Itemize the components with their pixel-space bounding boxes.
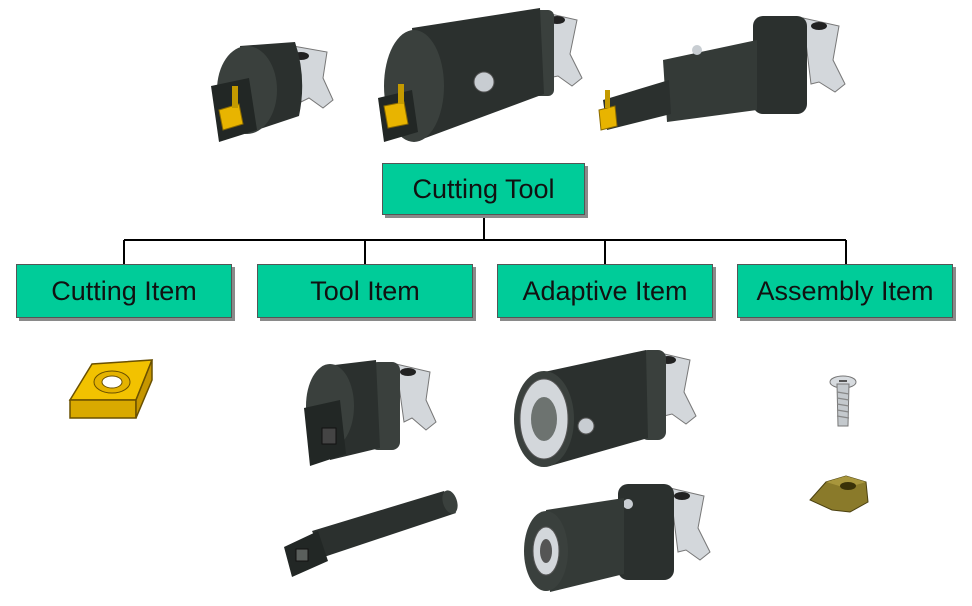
insert-image: [68, 359, 154, 419]
screw-image: [829, 375, 857, 427]
assembly-item-node: Assembly Item: [737, 264, 953, 318]
tool-item-head-image: [304, 360, 437, 466]
adaptive-item-short-image: [524, 484, 711, 592]
adaptive-item-long-image: [514, 350, 697, 467]
tool-item-bar-image: [284, 490, 458, 577]
assembled-tool-boring-image: [598, 16, 846, 131]
cutting-tool-label: Cutting Tool: [412, 173, 555, 204]
assembled-tool-short-image: [211, 42, 334, 142]
tool-item-node: Tool Item: [257, 264, 473, 318]
assembly-item-label: Assembly Item: [756, 275, 934, 306]
adaptive-item-label: Adaptive Item: [522, 275, 688, 306]
adaptive-item-node: Adaptive Item: [497, 264, 713, 318]
assembled-tool-long-image: [378, 8, 583, 142]
cutting-item-label: Cutting Item: [51, 275, 197, 306]
clamp-image: [809, 475, 869, 513]
cutting-tool-node: Cutting Tool: [382, 163, 585, 215]
cutting-item-node: Cutting Item: [16, 264, 232, 318]
tool-item-label: Tool Item: [310, 275, 420, 306]
